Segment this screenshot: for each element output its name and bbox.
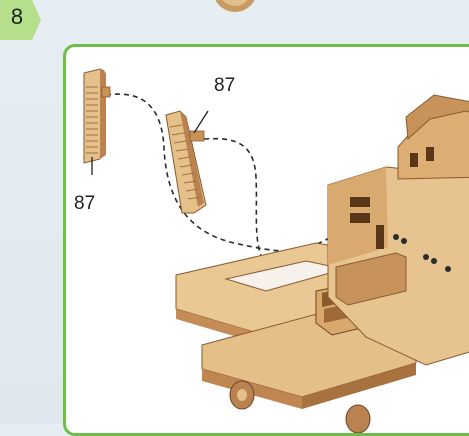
instruction-panel: 87 87 <box>63 44 469 436</box>
part-87-left-icon <box>84 69 110 175</box>
part-label-87-top: 87 <box>214 75 235 97</box>
assembly-model-icon <box>176 95 469 433</box>
part-87-right-icon <box>166 111 208 213</box>
part-label-87-left: 87 <box>74 193 95 215</box>
top-circle-icon <box>212 0 258 14</box>
guide-line-left <box>106 94 331 251</box>
assembly-illustration <box>66 47 469 436</box>
step-number: 8 <box>2 4 32 30</box>
